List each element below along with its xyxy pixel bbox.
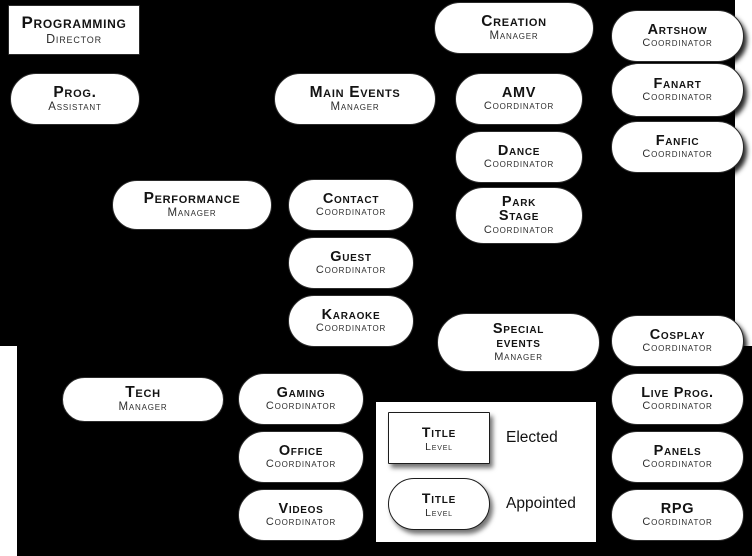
org-node-title: RPG — [660, 500, 695, 517]
org-node-level: Manager — [167, 206, 217, 219]
org-node-title: Fanfic — [655, 132, 700, 149]
org-node-prog[interactable]: Prog.Assistant — [10, 73, 140, 125]
org-node-level: Coordinator — [642, 400, 713, 413]
org-node-level: Manager — [330, 100, 380, 113]
org-node-title: Fanart — [653, 75, 702, 92]
org-node-title: Park Stage — [498, 193, 540, 225]
org-node-level: Director — [46, 31, 102, 46]
legend-row-elected: Title Level Elected — [388, 412, 558, 464]
org-node-level: Coordinator — [265, 400, 337, 413]
org-node-level: Coordinator — [265, 516, 337, 529]
legend-sample-elected-title: Title — [421, 423, 457, 440]
org-node-live-prog[interactable]: Live Prog.Coordinator — [611, 373, 744, 425]
org-node-level: Coordinator — [642, 91, 713, 104]
org-node-level: Assistant — [48, 100, 102, 113]
org-node-title: Main Events — [309, 83, 401, 101]
org-node-title: AMV — [501, 84, 537, 101]
org-node-level: Coordinator — [642, 516, 713, 529]
org-node-level: Coordinator — [483, 158, 555, 171]
org-node-title: Special events — [492, 320, 545, 352]
org-node-title: Performance — [143, 189, 241, 207]
org-node-level: Coordinator — [315, 322, 387, 335]
org-node-level: Coordinator — [642, 342, 713, 355]
legend-sample-elected: Title Level — [388, 412, 490, 464]
org-node-title: Office — [278, 442, 324, 459]
legend-caption-elected: Elected — [506, 429, 558, 446]
org-node-title: Guest — [330, 248, 372, 265]
org-node-level: Coordinator — [483, 100, 555, 113]
legend-sample-appointed: Title Level — [388, 478, 490, 530]
legend-sample-elected-level: Level — [425, 440, 453, 453]
legend-panel: Title Level Elected Title Level Appointe… — [374, 400, 598, 544]
org-node-title: Live Prog. — [641, 384, 714, 401]
legend-sample-appointed-title: Title — [421, 489, 457, 506]
org-node-level: Coordinator — [642, 37, 713, 50]
org-node-title: Cosplay — [649, 326, 706, 343]
org-node-title: Programming — [21, 13, 127, 33]
org-node-level: Coordinator — [483, 224, 555, 237]
org-node-title: Karaoke — [321, 306, 381, 323]
org-node-level: Coordinator — [642, 148, 713, 161]
org-node-title: Contact — [322, 190, 380, 207]
org-node-level: Manager — [118, 401, 168, 414]
org-node-title: Gaming — [276, 384, 326, 401]
org-node-level: Coordinator — [315, 264, 387, 277]
org-node-title: Videos — [278, 500, 324, 517]
org-node-title: Panels — [653, 442, 702, 459]
legend-sample-appointed-level: Level — [425, 506, 453, 519]
org-node-level: Coordinator — [315, 206, 387, 219]
org-node-level: Coordinator — [642, 458, 713, 471]
org-node-title: Prog. — [53, 83, 97, 101]
org-node-title: Artshow — [647, 21, 708, 38]
org-node-level: Manager — [494, 351, 543, 364]
org-node-level: Manager — [489, 29, 539, 42]
legend-row-appointed: Title Level Appointed — [388, 478, 576, 530]
org-node-title: Creation — [481, 12, 547, 30]
org-node-level: Coordinator — [265, 458, 337, 471]
legend-caption-appointed: Appointed — [506, 495, 576, 512]
org-node-title: Dance — [497, 142, 541, 159]
org-node-title: Tech — [125, 384, 161, 402]
